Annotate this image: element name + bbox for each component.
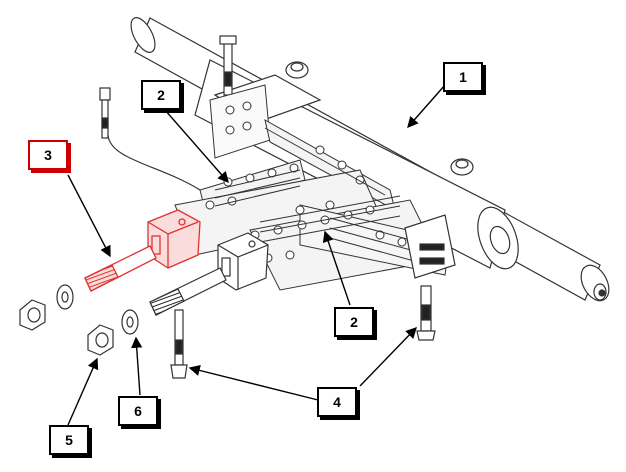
washer [121,309,139,335]
leader-lines [67,84,446,426]
bottom-bolt [170,309,188,379]
callout-1: 1 [443,62,483,92]
callout-2-upper: 2 [141,80,181,110]
roller-chain [174,84,451,291]
left-washer-nut [19,284,74,331]
callout-6: 6 [118,396,158,426]
adjuster-assembly [149,232,269,316]
callout-3: 3 [28,140,68,170]
tension-bolt-top [99,87,201,191]
adjuster-assembly-highlighted [84,209,201,292]
callout-4: 4 [317,387,357,417]
callout-2-lower: 2 [334,307,374,337]
hex-nut [87,324,114,356]
callout-5: 5 [49,425,89,455]
right-mount-block [404,214,456,341]
